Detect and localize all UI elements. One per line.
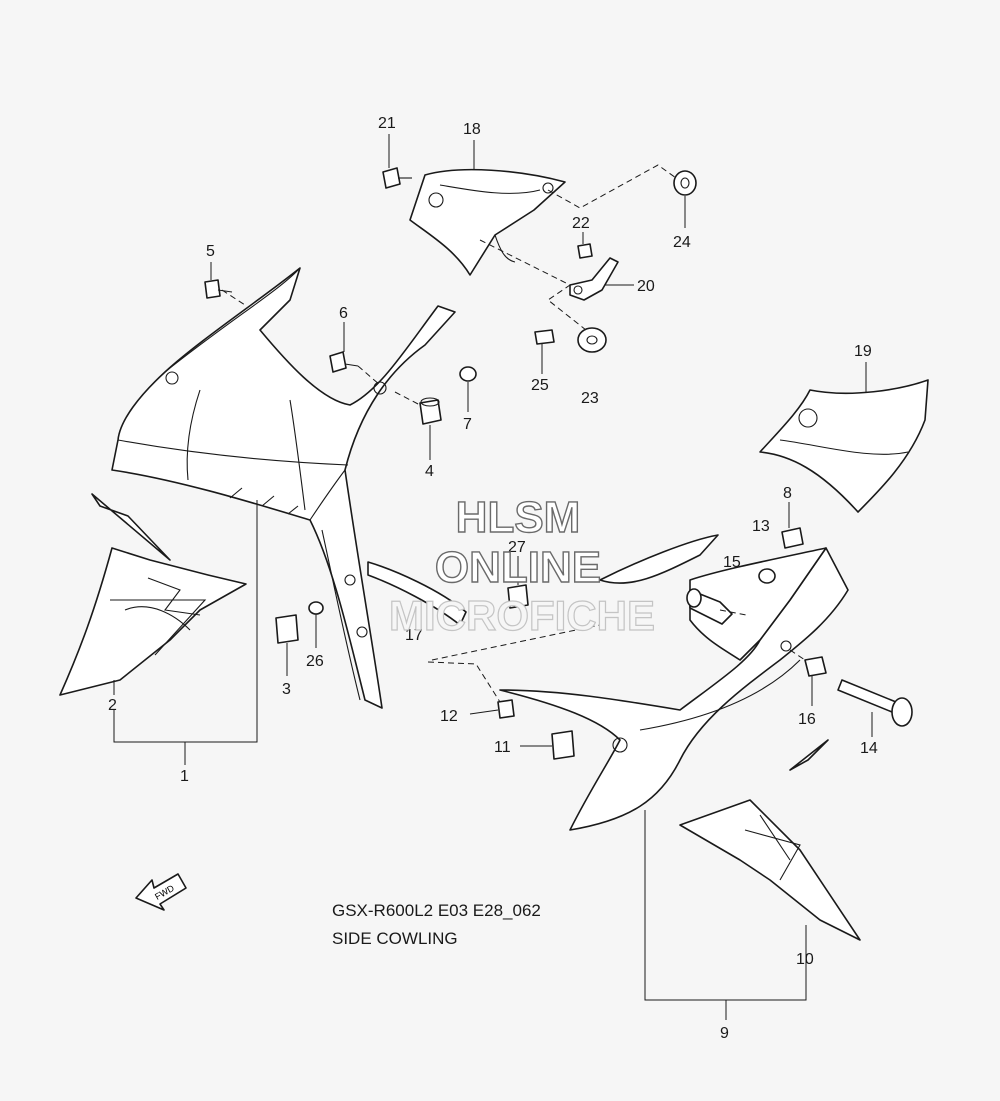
callout-7: 7 — [463, 416, 472, 433]
callout-12: 12 — [440, 708, 458, 725]
assembly-line-left — [221, 289, 246, 306]
tape-8[interactable] — [781, 527, 804, 549]
trim-strip[interactable] — [367, 561, 467, 626]
callout-17: 17 — [405, 627, 423, 644]
right-inner-cover[interactable] — [759, 379, 929, 513]
bracket-line-1 — [113, 500, 258, 765]
callout-3: 3 — [282, 681, 291, 698]
bracket-line-9 — [644, 810, 807, 1020]
callout-9: 9 — [720, 1025, 729, 1042]
section-title: SIDE COWLING — [332, 929, 458, 948]
grommet-7[interactable] — [459, 366, 477, 382]
forward-arrow-icon: FWD — [135, 873, 187, 911]
assembly-line-screw6 — [357, 365, 381, 386]
callout-1: 1 — [180, 768, 189, 785]
callout-22: 22 — [572, 215, 590, 232]
nut-22[interactable] — [577, 243, 593, 259]
callout-20: 20 — [637, 278, 655, 295]
watermark-line-3: MICROFICHE — [389, 592, 655, 639]
grommet-4[interactable] — [419, 397, 442, 425]
callout-23: 23 — [581, 390, 599, 407]
assembly-line-screw12 — [427, 661, 501, 703]
callout-6: 6 — [339, 305, 348, 322]
grommet-24[interactable] — [673, 170, 697, 196]
right-decal[interactable] — [679, 739, 861, 941]
callout-11: 11 — [494, 739, 511, 756]
bolt-14[interactable] — [837, 679, 913, 727]
callout-19: 19 — [854, 343, 872, 360]
callout-16: 16 — [798, 711, 816, 728]
callout-18: 18 — [463, 121, 481, 138]
callout-5: 5 — [206, 243, 215, 260]
clip-11[interactable] — [551, 730, 575, 760]
callout-15: 15 — [723, 554, 741, 571]
callout-4: 4 — [425, 463, 434, 480]
watermark-line-2: ONLINE — [435, 543, 601, 592]
model-code: GSX-R600L2 E03 E28_062 — [332, 901, 541, 920]
assembly-line-mid — [431, 624, 601, 661]
clip-25[interactable] — [534, 329, 555, 345]
callout-25: 25 — [531, 377, 549, 394]
watermark-line-1: HLSM — [456, 493, 581, 542]
callout-26: 26 — [306, 653, 324, 670]
bracket[interactable] — [569, 257, 619, 301]
tape-27[interactable] — [507, 584, 529, 609]
screw-6[interactable] — [329, 351, 359, 373]
upper-inner-cover[interactable] — [409, 168, 566, 276]
washer-16[interactable] — [804, 656, 827, 677]
grommet-23[interactable] — [577, 327, 607, 353]
callout-8: 8 — [783, 485, 792, 502]
assembly-line-bolt — [719, 609, 806, 661]
left-side-cowling[interactable] — [111, 267, 456, 709]
clip-3[interactable] — [275, 614, 299, 644]
callout-10: 10 — [796, 951, 814, 968]
assembly-line-top — [547, 164, 677, 209]
callout-14: 14 — [860, 740, 878, 757]
assembly-line-bracket — [479, 239, 587, 331]
grommet-15[interactable] — [758, 568, 776, 584]
screw-21[interactable] — [382, 167, 412, 189]
grommet-26[interactable] — [308, 601, 324, 615]
callout-21: 21 — [378, 115, 396, 132]
assembly-line-grommet4 — [394, 391, 421, 406]
callout-2: 2 — [108, 697, 117, 714]
screw-5[interactable] — [204, 279, 233, 299]
callout-24: 24 — [673, 234, 691, 251]
right-side-cowling[interactable] — [499, 534, 849, 831]
screw-12[interactable] — [497, 699, 515, 719]
callout-13: 13 — [752, 518, 770, 535]
callout-27: 27 — [508, 539, 526, 556]
leader-12 — [469, 709, 499, 715]
collar-13[interactable] — [686, 588, 733, 625]
left-decal[interactable] — [59, 493, 247, 696]
